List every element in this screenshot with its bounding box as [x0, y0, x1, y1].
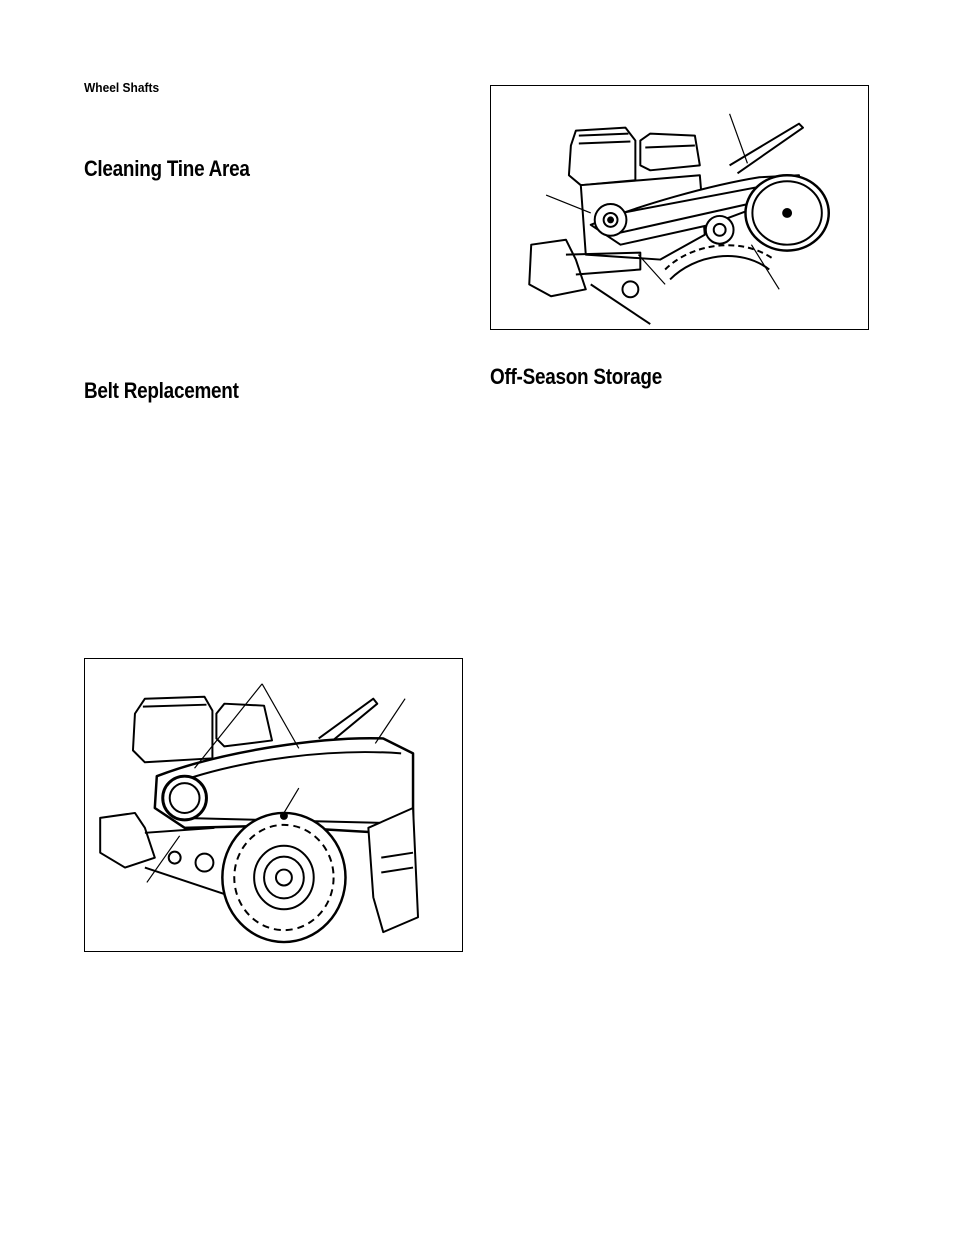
idler-pulley-figure [490, 85, 869, 330]
off-season-storage-heading: Off-Season Storage [490, 364, 662, 389]
cleaning-tine-area-heading: Cleaning Tine Area [84, 156, 250, 181]
belt-cover-illustration [99, 683, 420, 944]
wheel-shafts-heading: Wheel Shafts [84, 80, 160, 95]
belt-cover-figure [84, 658, 463, 952]
belt-replacement-heading: Belt Replacement [84, 378, 239, 403]
idler-pulley-illustration [528, 113, 831, 325]
